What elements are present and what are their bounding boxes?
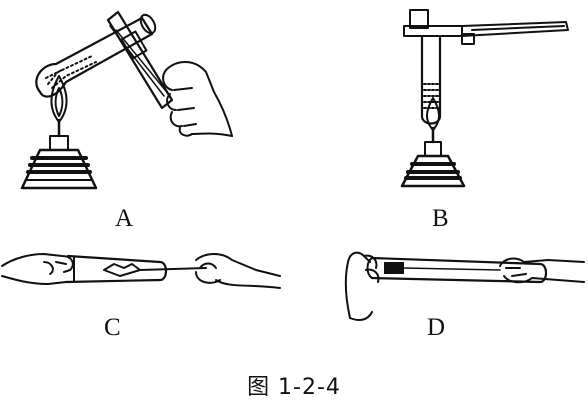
alcohol-lamp-a <box>20 75 98 190</box>
test-tube-c <box>64 254 168 284</box>
test-tube-a <box>35 13 157 98</box>
panel-b-drawing <box>400 9 569 188</box>
panel-c-drawing <box>1 253 281 289</box>
right-hand-d <box>499 257 585 284</box>
panel-label-b: B <box>432 205 449 232</box>
panel-label-c: C <box>104 314 121 341</box>
figure-caption: 图 1-2-4 <box>247 375 341 400</box>
test-tube-d <box>366 256 548 284</box>
left-hand-d <box>344 251 380 321</box>
alcohol-lamp-b <box>400 97 466 188</box>
left-hand-c <box>1 253 74 285</box>
rod-c <box>139 267 207 271</box>
right-hand-c <box>195 253 281 289</box>
panel-d-drawing <box>344 251 585 321</box>
test-tube-b <box>420 34 442 125</box>
clamp-b <box>403 9 569 45</box>
panel-label-a: A <box>115 205 134 232</box>
panel-label-d: D <box>427 314 446 341</box>
panel-a-drawing <box>20 10 233 190</box>
hand-a <box>162 61 233 137</box>
test-tube-holder-a <box>106 10 174 110</box>
